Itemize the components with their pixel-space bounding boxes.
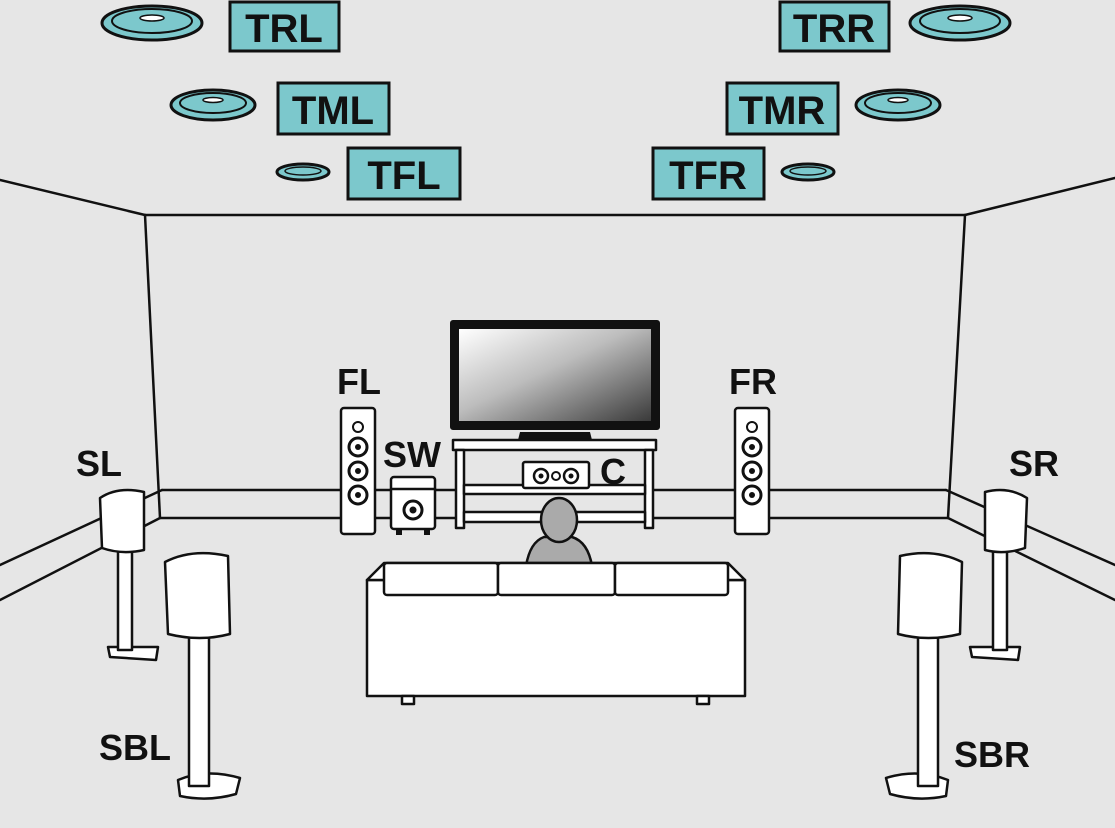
corner-left bbox=[143, 213, 162, 520]
label-sbl: SBL bbox=[99, 727, 171, 768]
label-tfl: TFL bbox=[367, 154, 440, 198]
label-tfr: TFR bbox=[669, 154, 747, 198]
ceiling-speaker-icon bbox=[908, 4, 1012, 42]
label-box-tmr bbox=[725, 81, 840, 136]
ceiling-speaker-icon bbox=[780, 162, 836, 182]
label-box-tml bbox=[276, 81, 391, 136]
height-labels: TRL TRR TML TMR TFL TFR bbox=[228, 0, 891, 201]
label-trl: TRL bbox=[245, 7, 323, 51]
surround-speaker-on-stand-icon bbox=[968, 488, 1029, 662]
label-box-trr bbox=[778, 0, 891, 53]
label-c: C bbox=[600, 451, 626, 492]
ceiling-speakers bbox=[100, 4, 1012, 182]
label-box-trl bbox=[228, 0, 341, 53]
label-fr: FR bbox=[729, 361, 777, 402]
ceiling-speaker-icon bbox=[100, 4, 204, 42]
ceiling-speaker-icon bbox=[169, 88, 257, 122]
ceiling-speaker-icon bbox=[275, 162, 331, 182]
baseboard-right bbox=[944, 488, 1115, 567]
sofa-icon bbox=[365, 561, 747, 706]
label-sr: SR bbox=[1009, 443, 1059, 484]
ceiling-edge-left bbox=[0, 178, 147, 217]
label-tmr: TMR bbox=[739, 89, 826, 133]
listener-icon bbox=[524, 496, 594, 568]
surround-speaker-on-stand-icon bbox=[98, 488, 160, 662]
surround-speaker-on-stand-icon bbox=[884, 551, 964, 800]
label-box-tfl bbox=[346, 146, 462, 201]
tv-icon bbox=[450, 320, 660, 440]
tower-speaker-icon bbox=[733, 406, 771, 536]
label-tml: TML bbox=[292, 89, 374, 133]
ceiling-speaker-icon bbox=[854, 88, 942, 122]
label-sbr: SBR bbox=[954, 734, 1030, 775]
label-trr: TRR bbox=[793, 7, 875, 51]
label-sl: SL bbox=[76, 443, 122, 484]
corner-right bbox=[946, 213, 967, 520]
center-speaker-icon bbox=[521, 460, 591, 490]
floor-edge-right bbox=[946, 516, 1115, 602]
label-fl: FL bbox=[337, 361, 381, 402]
floor-labels: FL FR SW C SL SR SBL SBR bbox=[76, 361, 1059, 775]
ceiling-edge-right bbox=[963, 176, 1115, 217]
tower-speaker-icon bbox=[339, 406, 377, 536]
label-sw: SW bbox=[383, 434, 441, 475]
label-box-tfr bbox=[651, 146, 766, 201]
surround-speaker-on-stand-icon bbox=[163, 551, 242, 800]
subwoofer-icon bbox=[389, 475, 437, 535]
